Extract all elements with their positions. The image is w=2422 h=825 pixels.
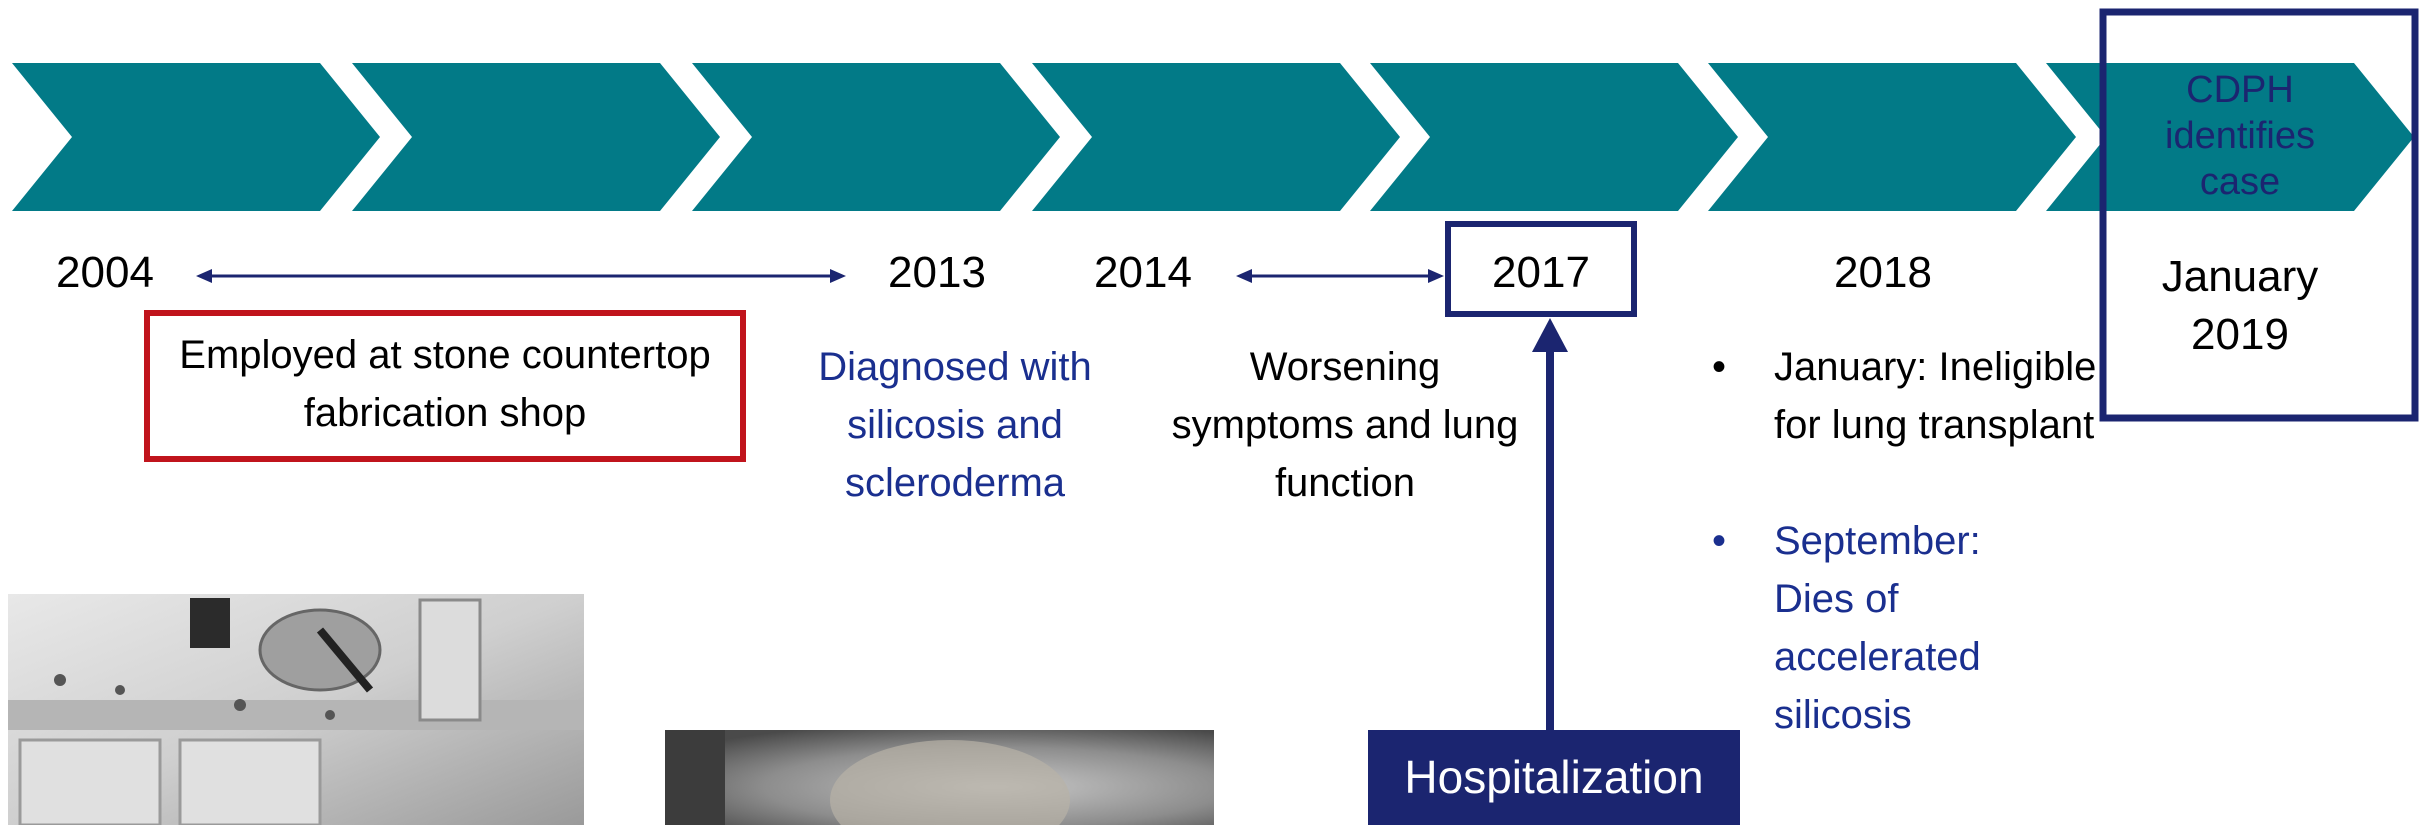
bullet-text: January: Ineligible for lung transplant [1774, 345, 2097, 447]
chevron-3 [692, 63, 1060, 211]
hospitalization-label: Hospitalization [1404, 751, 1704, 803]
chevron-6 [1708, 63, 2076, 211]
year-2018: 2018 [1834, 248, 1932, 297]
year-2017-box [1445, 221, 1637, 317]
year-2014: 2014 [1094, 248, 1192, 297]
bullet-2018-september: • September: Dies of accelerated silicos… [1712, 512, 2132, 752]
bullet-glyph: • [1712, 345, 1727, 389]
year-2017: 2017 [1492, 248, 1590, 297]
hospitalization-box [1368, 730, 1740, 825]
chevron-1 [12, 63, 380, 211]
final-stage-label-text: CDPH identifies case [2165, 69, 2315, 203]
event-diagnosed: Diagnosed with silicosis and scleroderma [818, 345, 1092, 505]
event-employed: Employed at stone countertop fabrication… [179, 333, 711, 435]
year-january-2019: January 2019 [2161, 252, 2319, 359]
employed-box [144, 310, 746, 462]
span-arrow-2014-2017 [1236, 269, 1444, 283]
bullet-glyph: • [1712, 519, 1727, 563]
countertop-photo [8, 594, 584, 825]
span-arrow-2004-2013 [196, 269, 846, 283]
chevron-2 [352, 63, 720, 211]
chevron-4 [1032, 63, 1400, 211]
year-2013: 2013 [888, 248, 986, 297]
final-stage-label: CDPH identifies case [2120, 66, 2360, 206]
january-2019-box [2099, 8, 2419, 422]
bullet-text: September: Dies of accelerated silicosis [1774, 519, 1981, 737]
timeline-chevrons [12, 63, 2414, 211]
dust-photo [665, 730, 1214, 825]
bullet-2018-january: • January: Ineligible for lung transplan… [1712, 338, 2132, 518]
year-2004: 2004 [56, 248, 154, 297]
event-worsening: Worsening symptoms and lung function [1171, 345, 1519, 505]
hospitalization-arrow [1532, 318, 1568, 730]
chevron-7 [2046, 63, 2414, 211]
chevron-5 [1370, 63, 1738, 211]
